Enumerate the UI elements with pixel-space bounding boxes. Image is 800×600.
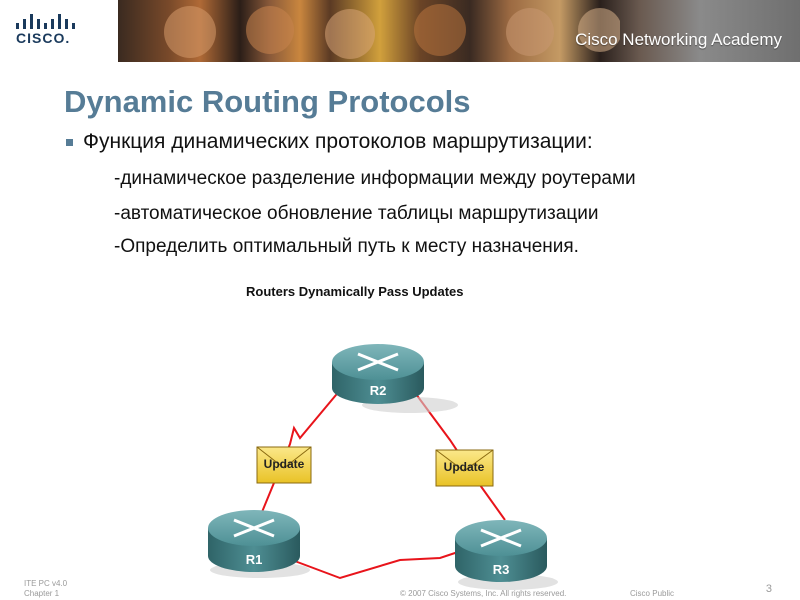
header-banner: CISCO. Cisco Networking Academy — [0, 0, 800, 62]
router-r3: R3 — [455, 520, 558, 590]
cisco-logo: CISCO. — [0, 0, 118, 62]
footer-course: ITE PC v4.0 — [24, 579, 68, 588]
router-arrows-icon — [480, 528, 522, 548]
router-label-r1: R1 — [246, 552, 263, 567]
router-label-r3: R3 — [493, 562, 510, 577]
people-photo-strip — [164, 4, 620, 59]
router-arrows-icon — [233, 518, 275, 538]
sub-item-3: -Определить оптимальный путь к месту наз… — [114, 236, 579, 257]
update-envelope-right: Update — [435, 449, 494, 487]
academy-title: Cisco Networking Academy — [575, 30, 782, 49]
cisco-bridge-icon — [16, 14, 75, 29]
update-label-right: Update — [444, 460, 485, 474]
update-envelope-left: Update — [256, 446, 312, 484]
bullet-main: Функция динамических протоколов маршрути… — [66, 130, 593, 154]
router-r2: R2 — [332, 344, 458, 413]
router-label-r2: R2 — [370, 383, 387, 398]
square-bullet-icon — [66, 138, 73, 146]
footer-copyright: © 2007 Cisco Systems, Inc. All rights re… — [400, 589, 567, 598]
diagram-title: Routers Dynamically Pass Updates — [246, 284, 464, 299]
footer-classification: Cisco Public — [630, 589, 675, 598]
update-label-left: Update — [264, 457, 305, 471]
cisco-logo-text: CISCO. — [16, 30, 71, 46]
router-arrows-icon — [357, 352, 399, 372]
sub-item-1: -динамическое разделение информации межд… — [114, 168, 636, 189]
bullet-text: Функция динамических протоколов маршрути… — [83, 130, 593, 153]
slide-title: Dynamic Routing Protocols — [64, 84, 471, 119]
page-number: 3 — [765, 583, 772, 595]
footer-chapter: Chapter 1 — [24, 589, 60, 598]
router-r1: R1 — [208, 510, 310, 578]
sub-item-2: -автоматическое обновление таблицы маршр… — [114, 203, 599, 224]
link-r1-r3 — [291, 551, 459, 580]
